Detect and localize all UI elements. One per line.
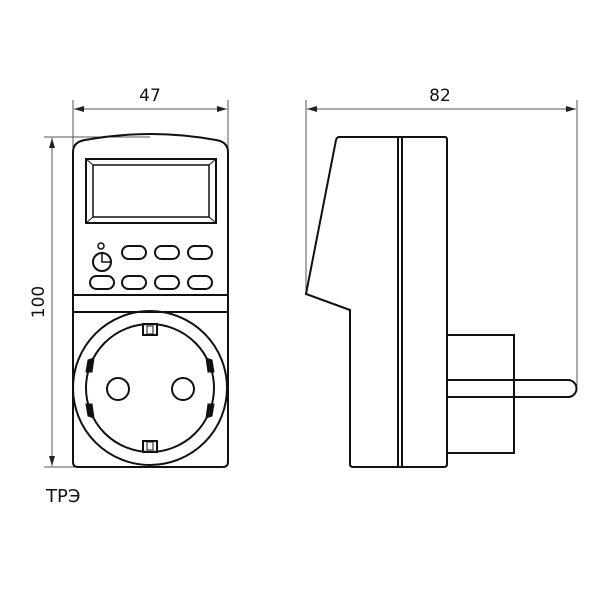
button: [121, 245, 147, 260]
button: [187, 245, 213, 260]
side-view: [304, 136, 578, 468]
button: [121, 275, 147, 290]
model-label: ТРЭ: [46, 486, 81, 507]
width-label: 47: [139, 86, 161, 106]
height-label: 100: [29, 286, 49, 318]
width-dimension: [72, 100, 229, 150]
button: [154, 275, 180, 290]
display-outer: [85, 158, 217, 224]
button: [154, 245, 180, 260]
depth-label: 82: [429, 86, 451, 106]
front-view: [72, 133, 229, 468]
plug-base: [446, 334, 515, 454]
display-inner: [92, 164, 210, 218]
height-dimension: [44, 136, 150, 468]
button: [89, 275, 115, 290]
plug-pin: [447, 379, 578, 398]
button: [187, 275, 213, 290]
socket: [72, 310, 228, 466]
clock-icon: [92, 242, 112, 272]
depth-dimension: [305, 100, 578, 386]
